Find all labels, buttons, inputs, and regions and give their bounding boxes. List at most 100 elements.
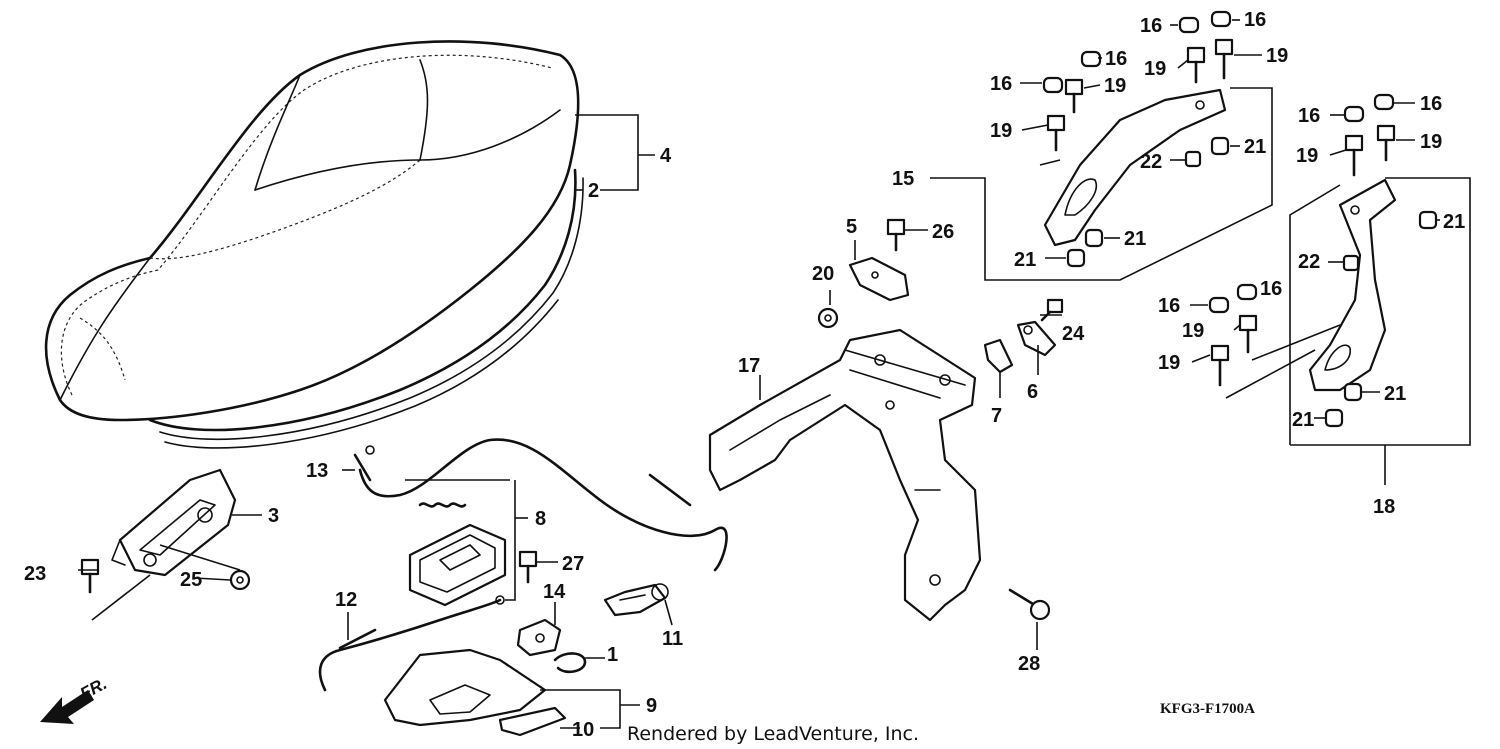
cap-16-g[interactable]: [1208, 296, 1230, 314]
callout-15[interactable]: 15: [892, 168, 914, 190]
cap-16-d[interactable]: [1042, 76, 1064, 94]
bolt-19-a[interactable]: [1186, 46, 1206, 84]
callout-19-a[interactable]: 19: [1144, 58, 1166, 80]
callout-25[interactable]: 25: [180, 569, 202, 591]
callout-10[interactable]: 10: [572, 719, 594, 741]
callout-21-c[interactable]: 21: [1014, 249, 1036, 271]
bracket-7[interactable]: [983, 338, 1014, 374]
bracket-14[interactable]: [516, 618, 562, 657]
collar-22-b[interactable]: [1342, 254, 1360, 272]
cap-16-h[interactable]: [1236, 283, 1258, 301]
key-cylinder[interactable]: [603, 583, 669, 617]
callout-2[interactable]: 2: [588, 180, 599, 202]
arrow-icon: [40, 690, 94, 724]
callout-1[interactable]: 1: [607, 644, 618, 666]
bolt-19-e[interactable]: [1344, 134, 1364, 177]
bracket-5[interactable]: [848, 256, 910, 302]
bolt-19-g[interactable]: [1238, 314, 1258, 354]
callout-19-h[interactable]: 19: [1158, 352, 1180, 374]
callout-28[interactable]: 28: [1018, 653, 1040, 675]
callout-17[interactable]: 17: [738, 355, 760, 377]
callout-21-a[interactable]: 21: [1244, 136, 1266, 158]
latch-cover[interactable]: [383, 648, 567, 737]
callout-16-a[interactable]: 16: [1140, 15, 1162, 37]
callout-26[interactable]: 26: [932, 221, 954, 243]
callout-19-g[interactable]: 19: [1182, 320, 1204, 342]
grab-rail-18[interactable]: [1308, 178, 1397, 392]
callout-19-e[interactable]: 19: [1296, 145, 1318, 167]
callout-13[interactable]: 13: [306, 460, 328, 482]
nut-20[interactable]: [817, 307, 839, 329]
bolt-19-f[interactable]: [1376, 124, 1396, 162]
callout-16-e[interactable]: 16: [1298, 105, 1320, 127]
collar-21-b[interactable]: [1084, 228, 1104, 248]
callout-11[interactable]: 11: [662, 628, 683, 650]
bolt-23[interactable]: [80, 558, 100, 594]
front-direction-arrow: FR.: [40, 674, 110, 724]
cap-16-e[interactable]: [1343, 105, 1365, 123]
cap-16-a[interactable]: [1178, 16, 1200, 34]
callout-16-f[interactable]: 16: [1420, 93, 1442, 115]
rear-frame-bracket[interactable]: [708, 328, 982, 622]
callout-labels: 1 2 3 4 5 6 7 8 9 10 11 12 13 14 15 16 1…: [24, 9, 1465, 741]
callout-18[interactable]: 18: [1373, 496, 1395, 518]
callout-21-d[interactable]: 21: [1443, 211, 1465, 233]
callout-19-f[interactable]: 19: [1420, 131, 1442, 153]
collar-21-d[interactable]: [1418, 210, 1438, 230]
callout-21-b[interactable]: 21: [1124, 228, 1146, 250]
callout-16-c[interactable]: 16: [1105, 48, 1127, 70]
seat-assembly[interactable]: [44, 40, 584, 449]
leader-lines: [78, 19, 1471, 729]
callout-16-b[interactable]: 16: [1244, 9, 1266, 31]
callout-22-b[interactable]: 22: [1298, 251, 1320, 273]
callout-8[interactable]: 8: [535, 508, 546, 530]
credit-text: Rendered by LeadVenture, Inc.: [627, 723, 919, 745]
collar-21-c[interactable]: [1066, 248, 1086, 268]
bolt-19-c[interactable]: [1064, 78, 1084, 114]
callout-23[interactable]: 23: [24, 563, 46, 585]
clip-1[interactable]: [553, 652, 587, 674]
callout-22-a[interactable]: 22: [1140, 151, 1162, 173]
callout-16-h[interactable]: 16: [1260, 278, 1282, 300]
bolt-27[interactable]: [518, 550, 538, 584]
callout-12[interactable]: 12: [335, 589, 357, 611]
cap-16-c[interactable]: [1080, 50, 1102, 68]
bolt-28[interactable]: [1008, 588, 1051, 621]
seat-latch[interactable]: [400, 480, 515, 607]
callout-7[interactable]: 7: [991, 405, 1002, 427]
bolt-19-d[interactable]: [1046, 114, 1066, 152]
grab-rail-15[interactable]: [1043, 88, 1227, 247]
callout-19-d[interactable]: 19: [990, 120, 1012, 142]
collar-21-f[interactable]: [1324, 408, 1344, 428]
bolt-19-h[interactable]: [1210, 344, 1230, 387]
cap-16-f[interactable]: [1373, 93, 1395, 111]
callout-20[interactable]: 20: [812, 263, 834, 285]
collar-21-e[interactable]: [1343, 382, 1363, 402]
callout-6[interactable]: 6: [1027, 381, 1038, 403]
callout-16-d[interactable]: 16: [990, 73, 1012, 95]
callout-21-f[interactable]: 21: [1292, 409, 1314, 431]
callout-4[interactable]: 4: [660, 145, 672, 167]
callout-19-b[interactable]: 19: [1266, 45, 1288, 67]
callout-19-c[interactable]: 19: [1104, 75, 1126, 97]
bolt-24[interactable]: [1040, 298, 1064, 322]
callout-14[interactable]: 14: [543, 581, 566, 603]
cap-16-b[interactable]: [1210, 10, 1232, 28]
callout-16-g[interactable]: 16: [1158, 295, 1180, 317]
callout-27[interactable]: 27: [562, 553, 584, 575]
callout-9[interactable]: 9: [646, 695, 657, 717]
callout-5[interactable]: 5: [846, 216, 857, 238]
callout-24[interactable]: 24: [1062, 323, 1085, 345]
release-cable[interactable]: [318, 438, 728, 692]
collar-22-a[interactable]: [1184, 150, 1202, 168]
bracket-6[interactable]: [1016, 320, 1057, 357]
bolt-19-b[interactable]: [1214, 38, 1234, 80]
collar-21-a[interactable]: [1210, 136, 1230, 156]
callout-21-e[interactable]: 21: [1384, 383, 1406, 405]
diagram-code: KFG3-F1700A: [1160, 701, 1255, 717]
nut-25[interactable]: [229, 569, 251, 591]
callout-3[interactable]: 3: [268, 505, 279, 527]
seat-hinge[interactable]: [111, 468, 237, 577]
bolt-26[interactable]: [886, 218, 906, 252]
